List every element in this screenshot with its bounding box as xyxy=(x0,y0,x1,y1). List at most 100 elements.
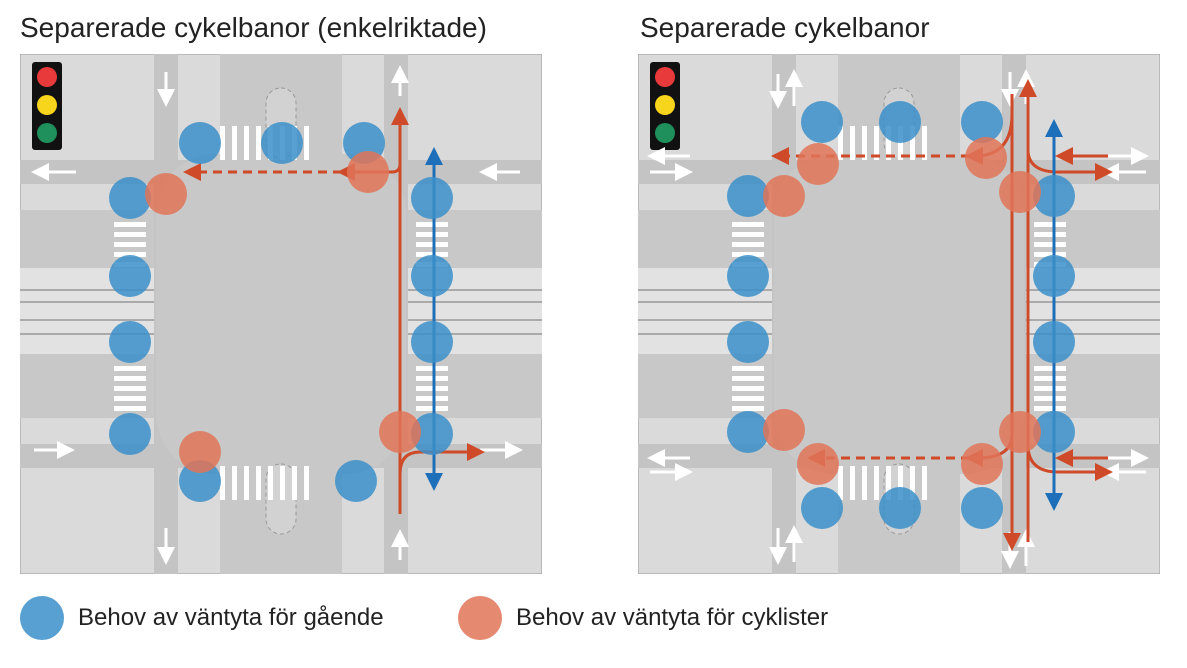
intersection-area xyxy=(774,154,1024,474)
crosswalk-stripe xyxy=(416,252,448,257)
cyclist-waiting-dot xyxy=(347,151,389,193)
crosswalk-stripe xyxy=(256,126,261,160)
crosswalk-stripe xyxy=(304,126,309,160)
crosswalk-stripe xyxy=(304,466,309,500)
cyclist-waiting-dot xyxy=(999,411,1041,453)
pedestrian-waiting-dot xyxy=(109,321,151,363)
crosswalk-stripe xyxy=(244,466,249,500)
pedestrian-waiting-dot xyxy=(961,487,1003,529)
crosswalk-stripe xyxy=(886,466,891,500)
crosswalk-stripe xyxy=(268,466,273,500)
cyclist-waiting-dot xyxy=(379,411,421,453)
crosswalk-stripe xyxy=(1034,222,1066,227)
pedestrian-waiting-dot xyxy=(801,101,843,143)
crosswalk-stripe xyxy=(910,466,915,500)
intersection-right xyxy=(638,54,1160,574)
cycle-route xyxy=(1026,447,1113,481)
crosswalk-stripe xyxy=(838,466,843,500)
pedestrian-waiting-dot xyxy=(1033,321,1075,363)
pedestrian-waiting-dot xyxy=(109,255,151,297)
crosswalk-stripe xyxy=(732,242,764,247)
crosswalk-stripe xyxy=(114,366,146,371)
crosswalk-stripe xyxy=(732,376,764,381)
pedestrian-waiting-dot xyxy=(1033,411,1075,453)
crosswalk-stripe xyxy=(114,222,146,227)
crosswalk-stripe xyxy=(1034,396,1066,401)
crosswalk-stripe xyxy=(1034,406,1066,411)
legend-item-cyclist: Behov av väntyta för cyklister xyxy=(458,596,828,640)
crosswalk-stripe xyxy=(886,126,891,160)
cyclist-waiting-dot xyxy=(797,143,839,185)
pedestrian-waiting-dot xyxy=(801,487,843,529)
pedestrian-waiting-dot xyxy=(411,255,453,297)
crosswalk-stripe xyxy=(732,232,764,237)
crosswalk-stripe xyxy=(416,222,448,227)
crosswalk-stripe xyxy=(732,406,764,411)
crosswalk-stripe xyxy=(220,466,225,500)
crosswalk-stripe xyxy=(874,126,879,160)
crosswalk-stripe xyxy=(732,222,764,227)
pedestrian-waiting-dot xyxy=(179,122,221,164)
pedestrian-waiting-dot xyxy=(1033,255,1075,297)
pedestrian-waiting-dot xyxy=(727,321,769,363)
cycle-route xyxy=(398,443,485,475)
crosswalk-stripe xyxy=(416,386,448,391)
pedestrian-waiting-dot xyxy=(879,487,921,529)
crosswalk-stripe xyxy=(898,126,903,160)
crosswalk-stripe xyxy=(732,252,764,257)
legend-label: Behov av väntyta för cyklister xyxy=(516,604,829,631)
crosswalk-stripe xyxy=(850,126,855,160)
cyclist-waiting-dot xyxy=(999,171,1041,213)
cyclist-waiting-dot xyxy=(145,173,187,215)
pedestrian-waiting-dot xyxy=(261,122,303,164)
crosswalk-stripe xyxy=(114,406,146,411)
crosswalk-stripe xyxy=(416,232,448,237)
crosswalk-stripe xyxy=(910,126,915,160)
pedestrian-waiting-dot xyxy=(411,177,453,219)
pedestrian-waiting-dot xyxy=(335,460,377,502)
crosswalk-stripe xyxy=(874,466,879,500)
crosswalk-stripe xyxy=(732,366,764,371)
crosswalk-stripe xyxy=(114,242,146,247)
traffic-light-icon xyxy=(32,62,62,150)
cyclist-waiting-dot xyxy=(965,137,1007,179)
crosswalk-stripe xyxy=(862,466,867,500)
crosswalk-stripe xyxy=(922,126,927,160)
crosswalk-stripe xyxy=(1034,242,1066,247)
cyclist-waiting-dot xyxy=(458,596,502,640)
intersection-left xyxy=(20,54,542,574)
cycle-route xyxy=(1026,151,1113,181)
pedestrian-waiting-dot xyxy=(20,596,64,640)
crosswalk-stripe xyxy=(416,376,448,381)
crosswalk-stripe xyxy=(922,466,927,500)
pedestrian-waiting-dot xyxy=(411,321,453,363)
pedestrian-waiting-dot xyxy=(109,413,151,455)
crosswalk-stripe xyxy=(416,396,448,401)
diagram-title-right: Separerade cykelbanor xyxy=(640,12,930,43)
crosswalk-stripe xyxy=(862,126,867,160)
intersection-area xyxy=(156,154,406,474)
pedestrian-waiting-dot xyxy=(179,460,221,502)
pedestrian-waiting-dot xyxy=(411,413,453,455)
crosswalk-stripe xyxy=(114,396,146,401)
crosswalk-stripe xyxy=(898,466,903,500)
cyclist-waiting-dot xyxy=(179,431,221,473)
crosswalk-stripe xyxy=(416,242,448,247)
crosswalk-stripe xyxy=(1034,376,1066,381)
cyclist-waiting-dot xyxy=(763,175,805,217)
crosswalk-stripe xyxy=(114,376,146,381)
crosswalk-stripe xyxy=(114,232,146,237)
legend-item-pedestrian: Behov av väntyta för gående xyxy=(20,596,384,640)
cyclist-waiting-dot xyxy=(763,409,805,451)
pedestrian-waiting-dot xyxy=(109,177,151,219)
crosswalk-stripe xyxy=(1034,386,1066,391)
cyclist-waiting-dot xyxy=(961,443,1003,485)
crosswalk-stripe xyxy=(232,126,237,160)
crosswalk-stripe xyxy=(732,396,764,401)
crosswalk-stripe xyxy=(838,126,843,160)
crosswalk-stripe xyxy=(114,386,146,391)
traffic-light-icon xyxy=(650,62,680,150)
crosswalk-stripe xyxy=(1034,232,1066,237)
crosswalk-stripe xyxy=(232,466,237,500)
pedestrian-waiting-dot xyxy=(961,101,1003,143)
